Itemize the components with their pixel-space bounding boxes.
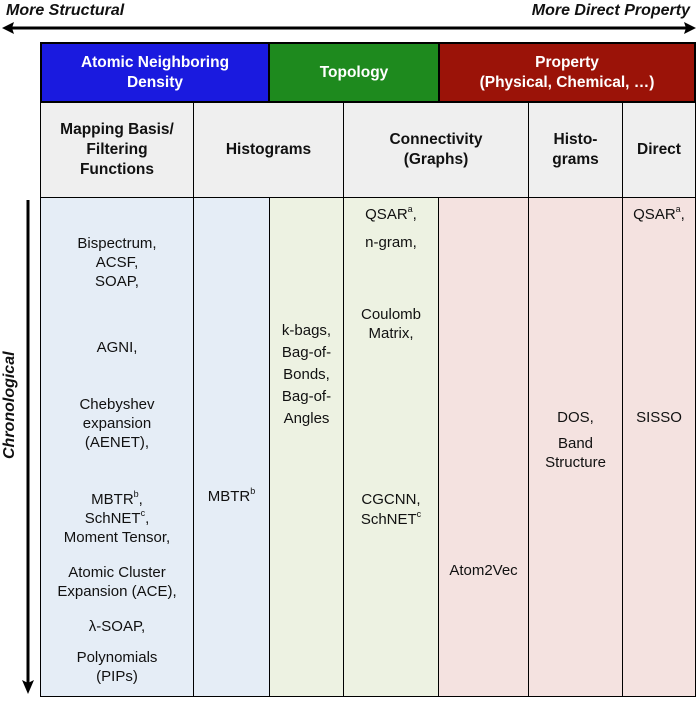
qsar-connectivity-entry: QSARa, xyxy=(365,204,417,224)
polynomials-entry: Polynomials (PIPs) xyxy=(76,649,158,685)
bispectrum-acsf-soap-entry: Bispectrum, ACSF, SOAP, xyxy=(77,235,157,290)
atomic-neighboring-density-header: Atomic Neighboring Density xyxy=(40,42,270,103)
connectivity-red-column xyxy=(438,197,529,697)
histograms-green-column xyxy=(269,197,344,697)
mbtr-histogram-entry: MBTRb xyxy=(207,486,256,506)
moment-tensor-entry: Moment Tensor, xyxy=(63,529,171,546)
sisso-entry: SISSO xyxy=(636,409,682,426)
connectivity-green-column xyxy=(343,197,439,697)
schnet-connectivity-entry: SchNETc xyxy=(360,509,422,529)
more-direct-property-label: More Direct Property xyxy=(531,2,690,19)
chebyshev-entry: Chebyshev expansion (AENET), xyxy=(79,396,155,451)
lambda-soap-entry: λ-SOAP, xyxy=(88,618,146,635)
direct-subheader: Direct xyxy=(622,102,696,198)
schnet-mapping-entry: SchNETc, xyxy=(84,508,150,528)
n-gram-entry: n-gram, xyxy=(365,234,417,251)
horizontal-double-arrow xyxy=(2,22,696,34)
k-bags-entry: k-bags, Bag-of- Bonds, Bag-of- Angles xyxy=(281,322,332,427)
dos-entry: DOS, xyxy=(557,409,594,426)
atom2vec-entry: Atom2Vec xyxy=(449,562,518,579)
property-header: Property (Physical, Chemical, …) xyxy=(438,42,696,103)
chronological-label: Chronological xyxy=(1,351,18,459)
more-structural-label: More Structural xyxy=(6,2,125,19)
histograms-property-column xyxy=(528,197,623,697)
ace-entry: Atomic Cluster Expansion (ACE), xyxy=(57,564,177,600)
mapping-basis-subheader: Mapping Basis/ Filtering Functions xyxy=(40,102,194,198)
direct-column xyxy=(622,197,696,697)
coulomb-matrix-entry: Coulomb Matrix, xyxy=(360,306,422,342)
qsar-direct-entry: QSARa, xyxy=(633,204,685,224)
mapping-basis-column xyxy=(40,197,194,697)
histograms-blue-column xyxy=(193,197,270,697)
vertical-down-arrow xyxy=(22,200,34,694)
cgcnn-entry: CGCNN, xyxy=(361,491,421,508)
band-structure-entry: Band Structure xyxy=(545,435,606,471)
agni-entry: AGNI, xyxy=(96,339,138,356)
histograms-subheader: Histograms xyxy=(193,102,344,198)
connectivity-subheader: Connectivity (Graphs) xyxy=(343,102,529,198)
topology-header: Topology xyxy=(268,42,440,103)
histograms-property-subheader: Histo- grams xyxy=(528,102,623,198)
mbtr-mapping-entry: MBTRb, xyxy=(91,489,143,509)
